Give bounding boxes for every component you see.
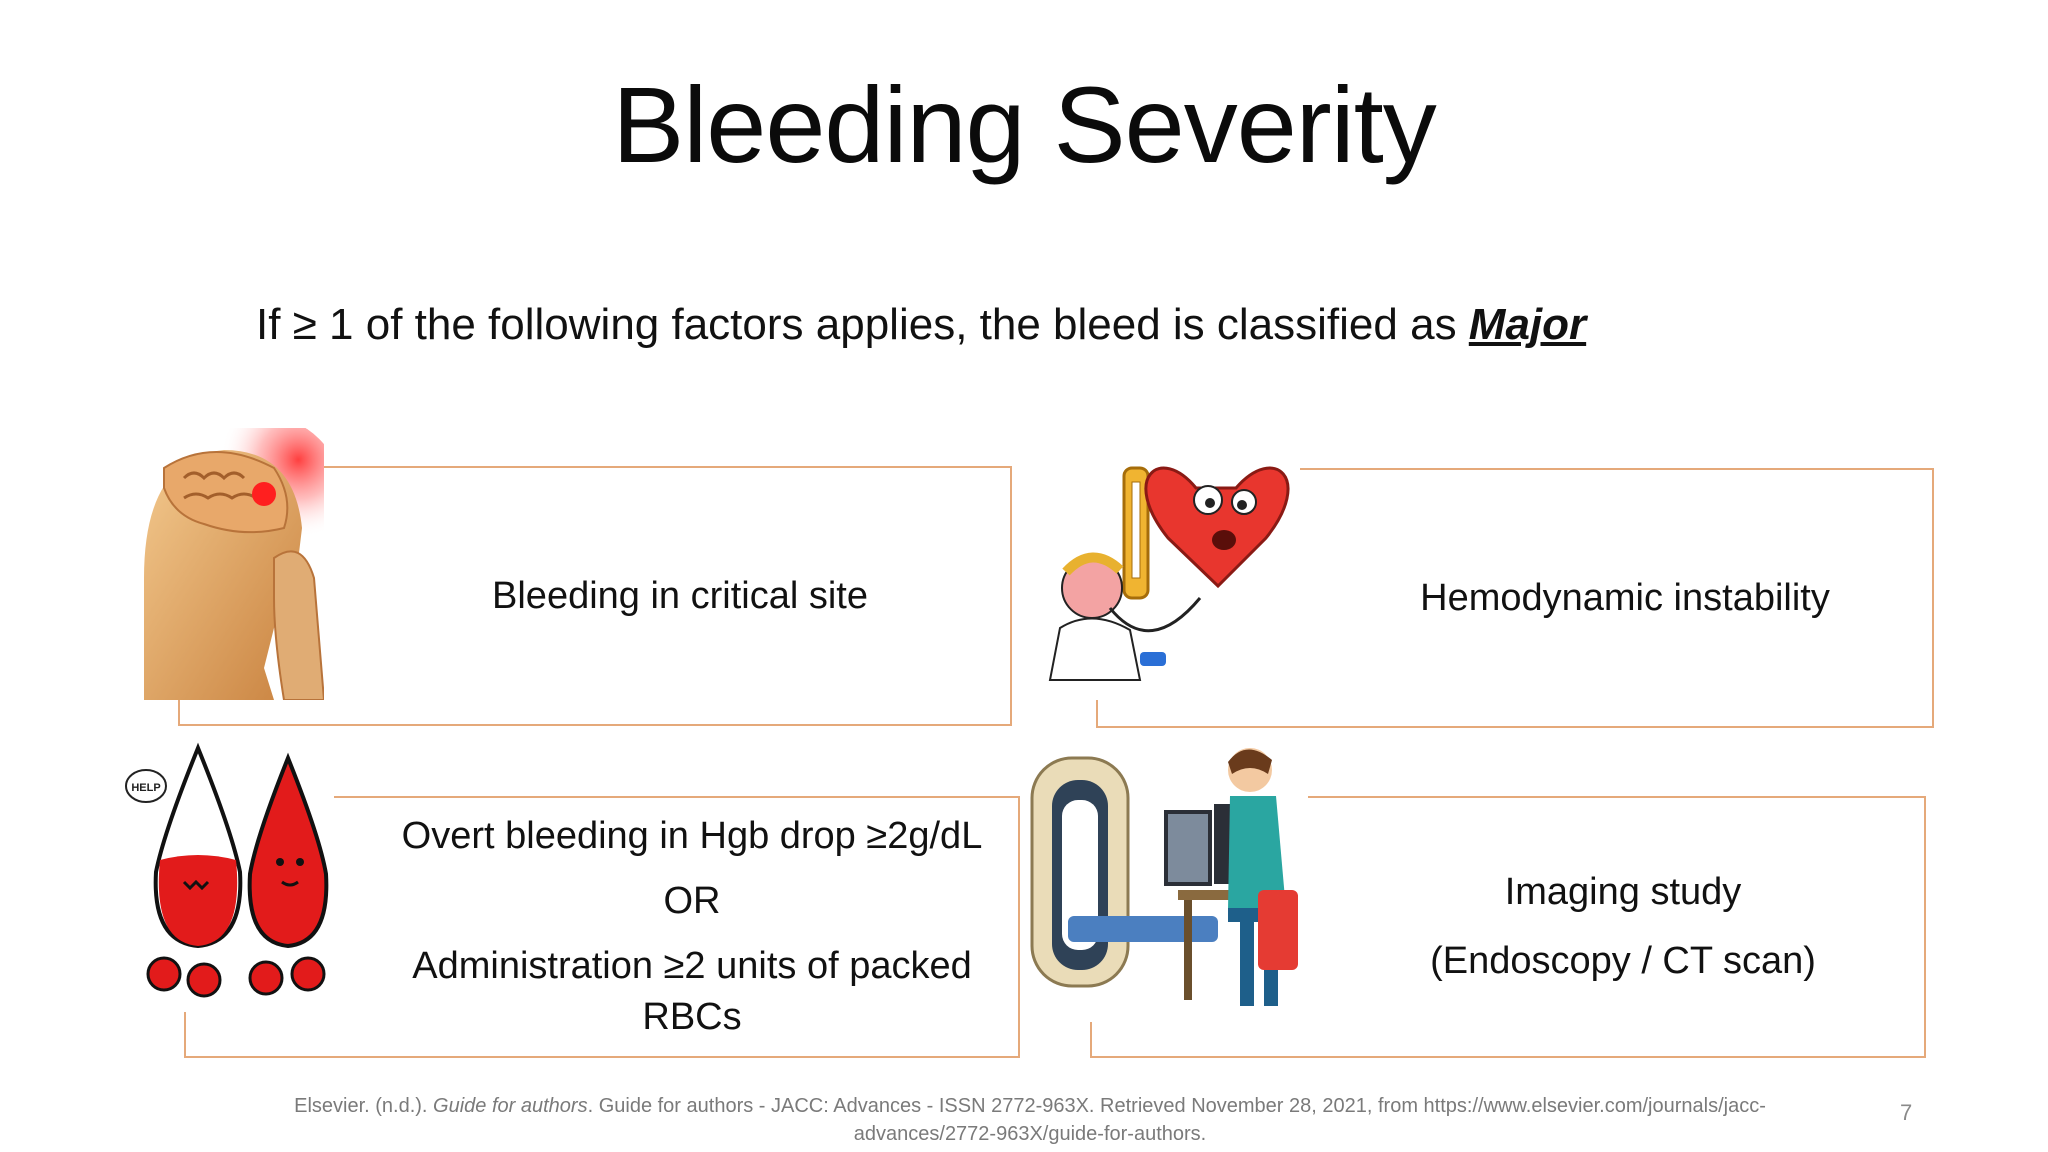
factor-text-or: OR	[663, 880, 721, 923]
factor-text-line-1: Imaging study	[1504, 871, 1742, 914]
page-number: 7	[1900, 1100, 1913, 1125]
factor-text-line-1: Overt bleeding in Hgb drop ≥2g/dL	[401, 815, 983, 858]
slide-subtitle: If ≥ 1 of the following factors applies,…	[256, 300, 1586, 350]
citation-italic-title: Guide for authors	[433, 1095, 588, 1117]
heart-doctor-icon	[1040, 448, 1300, 700]
factor-text: Hemodynamic instability	[1420, 576, 1830, 619]
head-pain-icon	[124, 428, 324, 700]
slide-title: Bleeding Severity	[612, 64, 1436, 185]
citation-prefix: Elsevier. (n.d.).	[294, 1095, 434, 1117]
factor-text-line-3: Administration ≥2 units of packed	[412, 945, 972, 987]
blood-drop-characters-icon: HELP	[124, 742, 334, 1012]
help-bubble-text: HELP	[131, 782, 160, 794]
subtitle-emphasis: Major	[1468, 300, 1587, 349]
subtitle-text: If ≥ 1 of the following factors applies,…	[256, 300, 1469, 349]
citation-footer: Elsevier. (n.d.). Guide for authors. Gui…	[230, 1092, 1830, 1148]
citation-suffix: . Guide for authors - JACC: Advances - I…	[587, 1095, 1766, 1145]
factor-text-line-4: RBCs	[642, 995, 742, 1038]
factor-text: Bleeding in critical site	[492, 574, 868, 617]
factor-text-line-2: (Endoscopy / CT scan)	[1430, 940, 1816, 982]
ct-scan-operator-icon	[1028, 740, 1308, 1022]
